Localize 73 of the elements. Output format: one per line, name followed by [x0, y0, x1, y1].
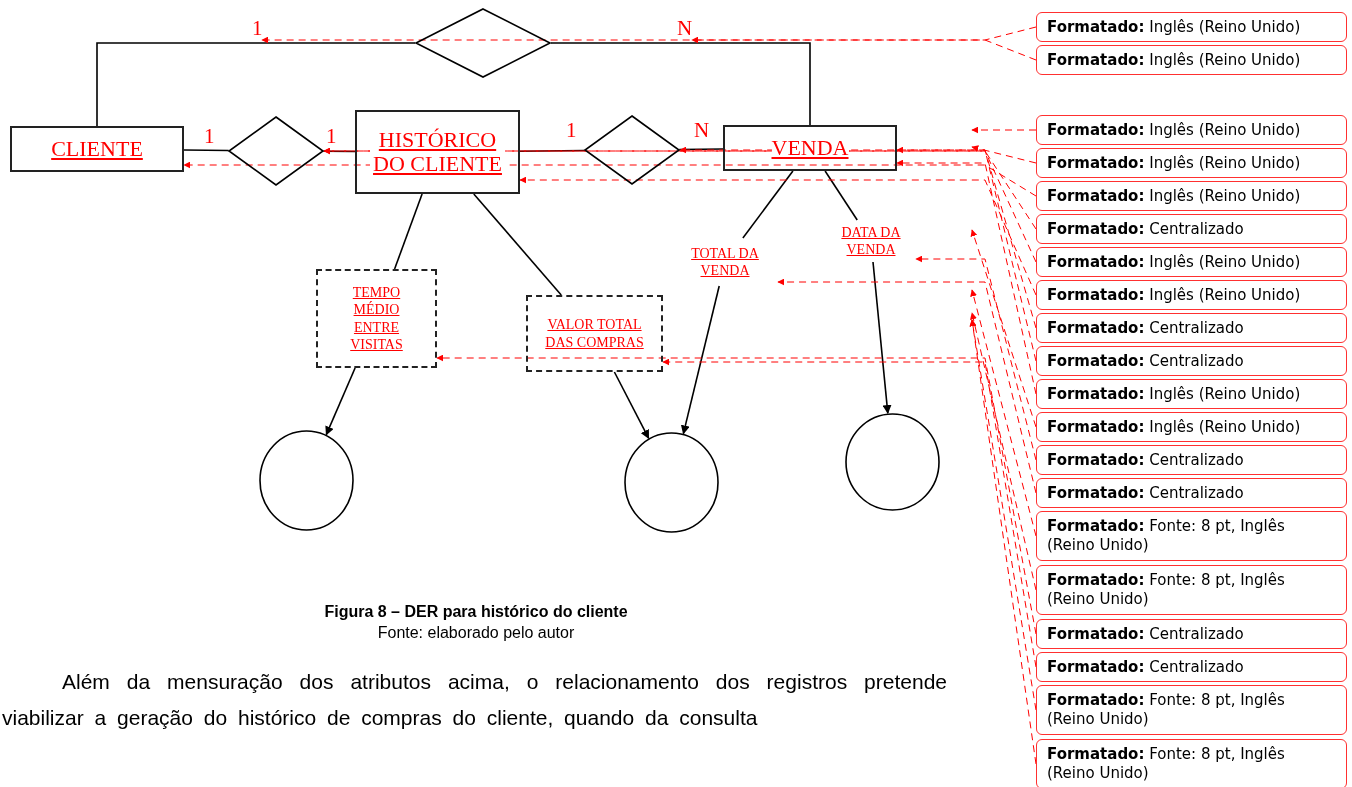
comment-balloon: [1036, 181, 1347, 211]
entity-box: [355, 110, 520, 194]
comment-balloon: [1036, 247, 1347, 277]
comment-balloon: [1036, 115, 1347, 145]
leader-line: [970, 229, 1037, 428]
connector-line: [96, 42, 416, 127]
body-paragraph: Além da mensuração dos atributos acima, o relacionamento dos registros pretende viabilizar a geração do histórico de compras do cliente, quando da consulta: [2, 669, 947, 731]
comment-balloon: [1036, 148, 1347, 178]
leader-line: [971, 126, 1037, 134]
comment-balloon: [1036, 478, 1347, 508]
leader-line: [519, 176, 1037, 296]
comment-text: Formatado: Centralizado: [1047, 624, 1244, 644]
comment-balloon: [1036, 511, 1347, 561]
connector-line: [519, 149, 586, 152]
leader-line: [915, 255, 1037, 461]
comment-text: Formatado: Inglês (Reino Unido): [1047, 252, 1301, 272]
comment-text: Formatado: Fonte: 8 pt, Inglês (Reino Unido): [1047, 517, 1286, 555]
comment-text: Formatado: Inglês (Reino Unido): [1047, 17, 1301, 37]
entity-box: [723, 125, 897, 171]
leader-line: [896, 146, 1037, 362]
leader-line: [970, 289, 1037, 537]
comment-text: Formatado: Inglês (Reino Unido): [1047, 186, 1301, 206]
comment-balloon: [1036, 685, 1347, 735]
connector-line: [824, 170, 858, 221]
comment-balloon: [1036, 45, 1347, 75]
comment-balloon: [1036, 214, 1347, 244]
comment-balloon: [1036, 280, 1347, 310]
leader-line: [896, 159, 1037, 395]
entity-name: HISTÓRICO DO CLIENTE: [370, 127, 505, 177]
comment-text: Formatado: Centralizado: [1047, 450, 1244, 470]
comment-text: Formatado: Centralizado: [1047, 657, 1244, 677]
attribute-box: [526, 295, 663, 372]
comment-balloon: [1036, 412, 1347, 442]
comment-text: Formatado: Centralizado: [1047, 318, 1244, 338]
comment-balloon: [1036, 12, 1347, 42]
comment-text: Formatado: Centralizado: [1047, 219, 1244, 239]
comment-text: Formatado: Inglês (Reino Unido): [1047, 285, 1301, 305]
leader-line: [777, 278, 1037, 494]
attribute-box: [316, 269, 437, 368]
comment-text: Formatado: Centralizado: [1047, 351, 1244, 371]
comment-balloon: [1036, 565, 1347, 615]
connector-line: [742, 170, 794, 239]
leader-line: [691, 36, 1037, 61]
comment-balloon: [1036, 346, 1347, 376]
comment-text: Formatado: Inglês (Reino Unido): [1047, 120, 1301, 140]
comment-balloon: [1036, 619, 1347, 649]
entity-box: [10, 126, 184, 172]
comment-text: Formatado: Inglês (Reino Unido): [1047, 153, 1301, 173]
arrow: [680, 285, 720, 435]
comment-text: Formatado: Fonte: 8 pt, Inglês (Reino Unido): [1047, 691, 1286, 729]
arrow: [613, 371, 650, 439]
connector-line: [393, 193, 423, 270]
leader-line: [970, 312, 1037, 591]
leader-line: [261, 26, 1037, 44]
connector-line: [550, 42, 811, 126]
figure-caption: Figura 8 – DER para histórico do cliente: [323, 603, 629, 621]
connector-line: [473, 193, 562, 296]
comment-balloon: [1036, 379, 1347, 409]
comment-balloon: [1036, 652, 1347, 682]
source-note: Fonte: elaborado pelo autor: [376, 624, 576, 642]
comment-balloon: [1036, 313, 1347, 343]
comment-balloon: [1036, 445, 1347, 475]
connector-line: [183, 149, 230, 152]
comment-text: Formatado: Fonte: 8 pt, Inglês (Reino Unido): [1047, 571, 1286, 609]
comment-text: Formatado: Inglês (Reino Unido): [1047, 384, 1301, 404]
leader-line: [971, 145, 1037, 164]
comment-text: Formatado: Fonte: 8 pt, Inglês (Reino Unido): [1047, 745, 1286, 783]
comment-text: Formatado: Centralizado: [1047, 483, 1244, 503]
arrow: [325, 367, 356, 436]
comment-balloon: [1036, 739, 1347, 787]
comment-text: Formatado: Inglês (Reino Unido): [1047, 417, 1301, 437]
comment-text: Formatado: Inglês (Reino Unido): [1047, 50, 1301, 70]
arrow: [872, 261, 892, 415]
